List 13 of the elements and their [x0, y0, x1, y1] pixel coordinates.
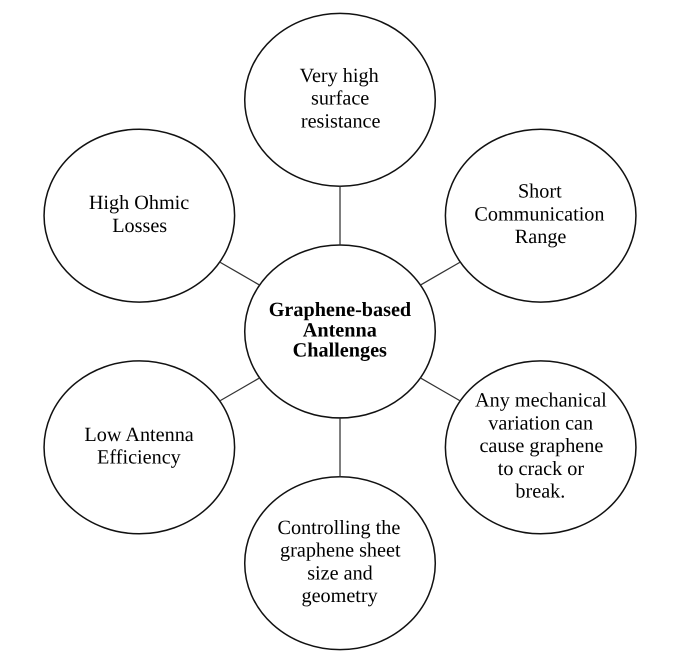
node-circle: Graphene-based Antenna Challenges	[244, 244, 436, 419]
connector	[339, 186, 341, 245]
node-circle: Very high surface resistance	[244, 12, 436, 187]
node-circle: Short Communication Range	[444, 128, 637, 303]
connector	[420, 262, 461, 286]
node-circle: Low Antenna Efficiency	[43, 360, 236, 535]
node-circle: Controlling the graphene sheet size and geometry	[244, 476, 436, 650]
node-circle: High Ohmic Losses	[43, 128, 236, 303]
connector	[220, 262, 260, 286]
connector	[339, 418, 341, 477]
connector	[420, 377, 461, 402]
connector	[220, 377, 260, 402]
node-circle: Any mechanical variation can cause graphene to crack or break.	[444, 360, 637, 535]
